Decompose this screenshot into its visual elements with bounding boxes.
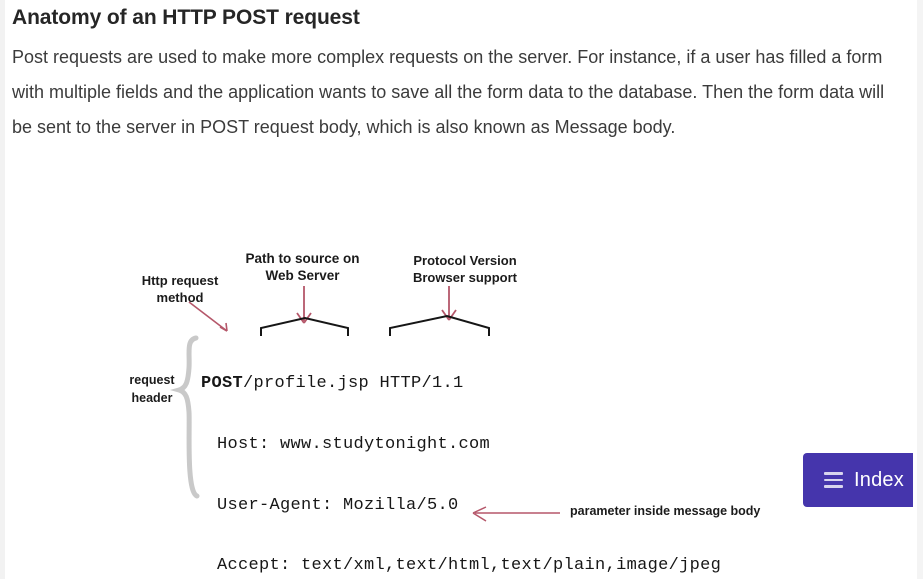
arrow-parameter <box>472 506 560 522</box>
annotation-protocol-version: Protocol Version Browser support <box>412 253 517 285</box>
annotation-parameter-message-body: parameter inside message body <box>570 504 761 518</box>
page-gutter-left <box>0 0 5 579</box>
article: Anatomy of an HTTP POST request Post req… <box>12 0 909 145</box>
request-method: POST <box>201 374 244 394</box>
bracket-path <box>260 316 349 336</box>
header-line: User-Agent: Mozilla/5.0 <box>217 495 459 515</box>
annotation-http-request-method: Http request method <box>141 273 219 305</box>
index-button[interactable]: Index <box>803 453 913 507</box>
intro-paragraph: Post requests are used to make more comp… <box>12 47 885 137</box>
annotation-path-to-source: Path to source on Web Server <box>245 251 360 283</box>
http-post-anatomy-diagram: Http request method Path to source on We… <box>0 228 923 575</box>
page-gutter-right <box>917 0 923 579</box>
annotation-request-header: request header <box>129 373 175 405</box>
arrow-protocol <box>441 286 457 321</box>
diagram-vector-layer <box>169 286 560 522</box>
index-button-label: Index <box>854 468 904 491</box>
request-line: POST/profile.jsp HTTP/1.1 <box>201 374 721 394</box>
brace-request-header <box>169 335 200 499</box>
request-target-and-version: /profile.jsp HTTP/1.1 <box>243 374 464 394</box>
page-title: Anatomy of an HTTP POST request <box>12 6 360 29</box>
bracket-protocol <box>389 314 490 336</box>
header-line: Host: www.studytonight.com <box>217 435 491 455</box>
http-request-text: POST/profile.jsp HTTP/1.1 Host: www.stud… <box>201 334 721 579</box>
arrow-method <box>188 301 228 332</box>
header-line: Accept: text/xml,text/html,text/plain,im… <box>217 556 722 576</box>
hamburger-menu-icon <box>824 472 843 488</box>
